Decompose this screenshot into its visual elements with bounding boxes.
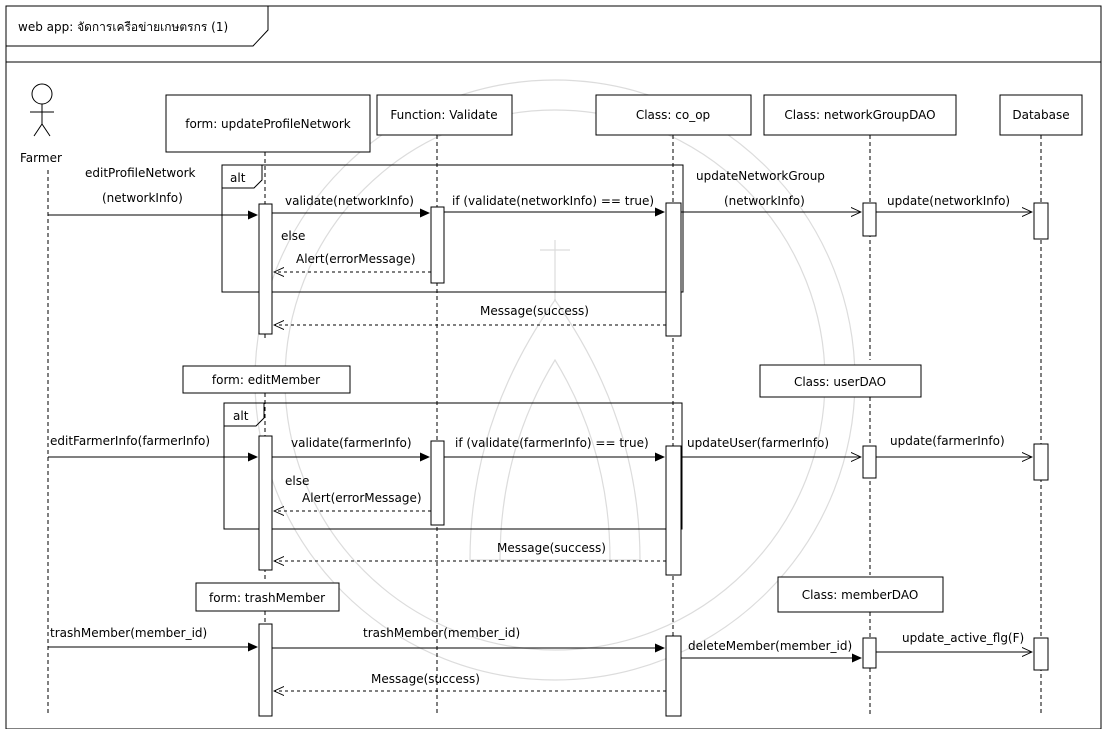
activation-validate-1: [430, 206, 445, 284]
lifeline-label: Function: Validate: [390, 108, 497, 122]
message-label-if-network: if (validate(networkInfo) == true): [452, 194, 654, 208]
activation-network-group-dao: [862, 202, 877, 237]
lifeline-label: Class: memberDAO: [802, 588, 919, 602]
lifeline-edit-member-form[interactable]: form: editMember: [182, 365, 351, 394]
activation-user-dao: [862, 445, 877, 479]
activation-database-2: [1033, 443, 1049, 481]
message-label-success-1: Message(success): [480, 304, 589, 318]
lifeline-label: Class: userDAO: [794, 375, 886, 389]
actor-head-icon: [31, 83, 53, 105]
message-label-alert-1: Alert(errorMessage): [296, 252, 416, 266]
message-label-if-farmer: if (validate(farmerInfo) == true): [455, 436, 649, 450]
lifeline-label: form: editMember: [212, 373, 320, 387]
lifeline-validate-function[interactable]: Function: Validate: [376, 94, 513, 136]
message-label-alert-2: Alert(errorMessage): [302, 491, 422, 505]
activation-database-3: [1033, 637, 1049, 671]
activation-co-op-3: [665, 635, 682, 717]
activation-database-1: [1033, 202, 1049, 240]
alt-fragment-1: alt: [221, 164, 684, 293]
lifeline-label: Database: [1012, 108, 1069, 122]
message-label-validate-network: validate(networkInfo): [285, 194, 414, 208]
message-label-edit-farmer-info: editFarmerInfo(farmerInfo): [50, 434, 210, 448]
lifeline-member-dao[interactable]: Class: memberDAO: [777, 576, 944, 613]
message-label-trash-member-2: trashMember(member_id): [363, 626, 520, 640]
message-label-update-network-group-1: updateNetworkGroup: [696, 169, 825, 183]
else-label-2: else: [285, 474, 309, 488]
frame-title: web app: จัดการเครือข่ายเกษตรกร (1): [18, 20, 228, 34]
message-label-update-network-group-2: (networkInfo): [724, 194, 805, 208]
else-label-1: else: [281, 229, 305, 243]
message-label-update-farmer-info: update(farmerInfo): [890, 434, 1005, 448]
frame-title-tab: [6, 6, 269, 47]
message-label-trash-member-1: trashMember(member_id): [50, 626, 207, 640]
activation-edit-member-form: [258, 435, 273, 571]
activation-co-op-1: [665, 202, 682, 337]
message-label-success-3: Message(success): [371, 672, 480, 686]
message-label-validate-farmer: validate(farmerInfo): [291, 436, 412, 450]
lifeline-label: Class: co_op: [636, 108, 710, 122]
lifeline-update-profile-form[interactable]: form: updateProfileNetwork: [165, 94, 371, 153]
actor-farmer[interactable]: Farmer: [20, 83, 62, 165]
activation-update-profile-form: [258, 203, 273, 335]
lifeline-network-group-dao[interactable]: Class: networkGroupDAO: [763, 94, 957, 136]
message-label-delete-member: deleteMember(member_id): [688, 639, 852, 653]
lifeline-label: Class: networkGroupDAO: [784, 108, 935, 122]
message-label-edit-profile-1: editProfileNetwork: [85, 166, 196, 180]
lifeline-co-op-class[interactable]: Class: co_op: [595, 94, 752, 136]
message-label-update-active-flg: update_active_flg(F): [902, 631, 1024, 645]
fragment-operator: alt: [233, 409, 249, 423]
message-label-update-network-info: update(networkInfo): [887, 194, 1010, 208]
message-label-update-user: updateUser(farmerInfo): [687, 436, 829, 450]
lifeline-trash-member-form[interactable]: form: trashMember: [195, 582, 340, 612]
alt-fragment-2: alt: [223, 402, 683, 530]
lifeline-label: form: trashMember: [209, 591, 325, 605]
fragment-operator: alt: [230, 171, 246, 185]
actor-label: Farmer: [20, 151, 62, 165]
lifeline-user-dao[interactable]: Class: userDAO: [759, 364, 922, 398]
activation-validate-2: [430, 440, 445, 526]
activation-co-op-2: [665, 445, 682, 576]
lifeline-label: form: updateProfileNetwork: [185, 117, 351, 131]
message-label-success-2: Message(success): [497, 541, 606, 555]
activation-member-dao: [862, 637, 877, 669]
activation-trash-member-form: [258, 623, 273, 717]
lifeline-database[interactable]: Database: [999, 94, 1083, 136]
message-label-edit-profile-2: (networkInfo): [102, 191, 183, 205]
